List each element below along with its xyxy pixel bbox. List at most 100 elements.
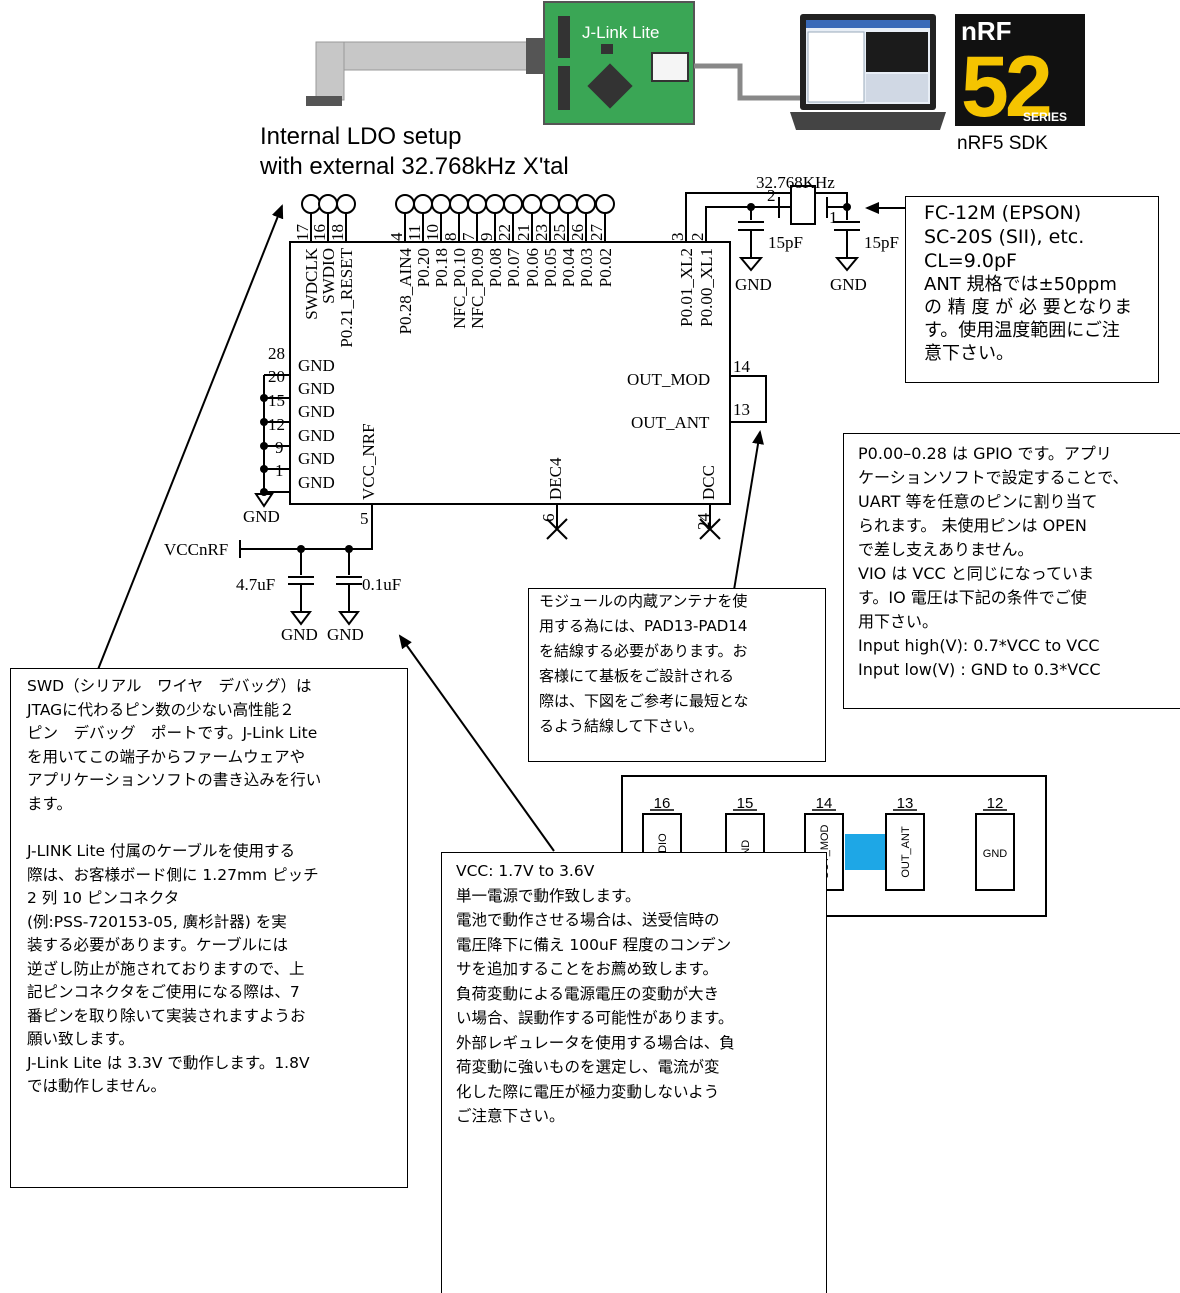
power-junction bbox=[345, 545, 353, 553]
pin-number: 6 bbox=[539, 514, 558, 523]
note-line: の 精 度 が 必 要となりま bbox=[924, 297, 1133, 318]
out-mod-label: OUT_MOD bbox=[627, 370, 710, 389]
usb-cable bbox=[694, 63, 800, 101]
crystal-gnd-left: GND bbox=[735, 275, 772, 294]
crystal-cap-right: 15pF bbox=[864, 233, 899, 252]
note-line: られます。 未使用ピンは OPEN bbox=[858, 516, 1087, 535]
module-body bbox=[289, 241, 731, 505]
flat-cable bbox=[306, 38, 544, 106]
pin-name: GND bbox=[298, 426, 335, 445]
pin-number: 8 bbox=[441, 233, 460, 242]
arrow-vcc-note bbox=[398, 634, 555, 852]
vcc-label: VCCnRF bbox=[164, 540, 228, 559]
power-gnd-label: GND bbox=[281, 625, 318, 644]
pin-number: 27 bbox=[587, 224, 606, 242]
pin-number: 23 bbox=[532, 224, 551, 241]
pin-name: P0.00_XL1 bbox=[697, 248, 716, 327]
test-pad-circle bbox=[467, 194, 487, 214]
note-line: アプリケーションソフトの書き込みを行い bbox=[27, 771, 322, 789]
nrf-logo-series: SERIES bbox=[1023, 110, 1067, 124]
cap-4.7uf-label: 4.7uF bbox=[236, 575, 275, 594]
pad-name: OUT_ANT bbox=[900, 826, 912, 878]
pin-name: P0.05 bbox=[541, 248, 560, 287]
crystal-pin-1: 1 bbox=[829, 208, 838, 227]
pin-number: 3 bbox=[668, 233, 687, 242]
pin-name: P0.06 bbox=[523, 248, 542, 287]
note-line: JTAGに代わるピン数の少ない高性能２ bbox=[27, 700, 295, 719]
test-pad-circle bbox=[413, 194, 433, 214]
note-line: 番ピンを取り除いて実装されますようお bbox=[27, 1006, 306, 1025]
gnd-junction bbox=[260, 418, 268, 426]
pin-number: 13 bbox=[733, 400, 750, 419]
note-line: VCC: 1.7V to 3.6V bbox=[456, 862, 595, 880]
test-pad-circle bbox=[431, 194, 451, 214]
test-pad-circle bbox=[318, 194, 338, 214]
power-junction bbox=[297, 545, 305, 553]
pin-number: 15 bbox=[268, 391, 285, 410]
gnd-junction bbox=[260, 394, 268, 402]
note-line: SWD（シリアル ワイヤ デバッグ）は bbox=[27, 677, 312, 695]
test-pad-circle bbox=[301, 194, 321, 214]
swd-note: SWD（シリアル ワイヤ デバッグ）は JTAGに代わるピン数の少ない高性能２ … bbox=[10, 668, 408, 1188]
pin-number: 9 bbox=[477, 233, 496, 242]
crystal-junction bbox=[843, 203, 851, 211]
note-line: 用する為には、PAD13-PAD14 bbox=[539, 617, 748, 635]
crystal-pin-2: 2 bbox=[767, 186, 776, 205]
pad-name: GND bbox=[983, 848, 1008, 860]
pin-name: P0.21_RESET bbox=[337, 247, 356, 347]
nc-mark bbox=[699, 518, 721, 540]
note-line: FC-12M (EPSON) bbox=[924, 202, 1082, 224]
gpio-note: P0.00–0.28 は GPIO です。アプリ ケーションソフトで設定すること… bbox=[843, 433, 1180, 709]
out-ant-label: OUT_ANT bbox=[631, 413, 710, 432]
crystal-freq: 32.768KHz bbox=[756, 173, 835, 192]
pin-number: 2 bbox=[688, 233, 707, 242]
crystal-gnd-right: GND bbox=[830, 275, 867, 294]
note-line: P0.00–0.28 は GPIO です。アプリ bbox=[858, 444, 1112, 463]
note-line: 意下さい。 bbox=[924, 343, 1014, 364]
pin-name: GND bbox=[298, 379, 335, 398]
note-line: モジュールの内蔵アンテナを使 bbox=[539, 592, 748, 610]
crystal-note: FC-12M (EPSON) SC-20S (SII), etc. CL=9.0… bbox=[905, 196, 1159, 383]
antenna-note: モジュールの内蔵アンテナを使 用する為には、PAD13-PAD14 を結線する必… bbox=[528, 588, 826, 762]
pin-name: GND bbox=[298, 449, 335, 468]
note-line: J-Link Lite は 3.3V で動作します。1.8V bbox=[27, 1053, 310, 1072]
pin-number: 28 bbox=[268, 344, 285, 363]
note-line: Input high(V): 0.7*VCC to VCC bbox=[858, 636, 1100, 655]
antenna-bridge bbox=[730, 375, 767, 423]
note-line: ケーションソフトで設定することで、 bbox=[858, 468, 1129, 487]
note-line: 荷変動に強いものを選定し、電流が変 bbox=[456, 1058, 720, 1076]
crystal-cap-left: 15pF bbox=[768, 233, 803, 252]
pad-number: 12 bbox=[987, 795, 1004, 812]
note-line: 外部レギュレータを使用する場合は、負 bbox=[456, 1033, 735, 1052]
pin-number: 4 bbox=[387, 232, 406, 241]
pad-number: 15 bbox=[737, 795, 754, 812]
crystal-circuit bbox=[685, 185, 860, 272]
setup-title-line1: Internal LDO setup bbox=[260, 123, 462, 150]
dec4-label: DEC4 bbox=[546, 457, 565, 500]
dcc-label: DCC bbox=[699, 465, 718, 500]
test-pad-circle bbox=[503, 194, 523, 214]
pad-number: 16 bbox=[654, 795, 671, 812]
pin-number: 9 bbox=[275, 438, 284, 457]
pin-number: 16 bbox=[310, 224, 329, 241]
pin-name: GND bbox=[298, 402, 335, 421]
pin-number: 20 bbox=[268, 367, 285, 386]
note-line: 負荷変動による電源電圧の変動が大き bbox=[456, 984, 720, 1003]
note-line: 逆ざし防止が施されておりますので、上 bbox=[27, 959, 305, 978]
pin-number: 5 bbox=[360, 509, 369, 528]
pin-name: P0.08 bbox=[486, 248, 505, 287]
note-line: い場合、誤動作する可能性があります。 bbox=[456, 1009, 734, 1027]
gnd-label: GND bbox=[243, 507, 280, 526]
gnd-junction bbox=[260, 465, 268, 473]
test-pad-circle bbox=[449, 194, 469, 214]
gnd-junction bbox=[260, 442, 268, 450]
note-line: るよう結線して下さい。 bbox=[539, 717, 704, 735]
note-line: UART 等を任意のピンに割り当て bbox=[858, 492, 1098, 511]
pin-name: P0.03 bbox=[577, 248, 596, 287]
sdk-label: nRF5 SDK bbox=[957, 133, 1048, 154]
note-line: を結線する必要があります。お bbox=[539, 642, 748, 660]
crystal-junction bbox=[747, 203, 755, 211]
test-pad-circle bbox=[576, 194, 596, 214]
jlink-board-image: J-Link Lite bbox=[543, 1, 695, 125]
note-line: ANT 規格では±50ppm bbox=[924, 274, 1117, 295]
